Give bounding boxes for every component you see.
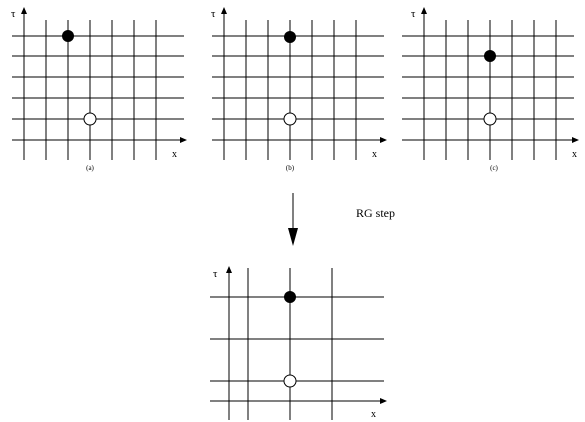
panel-result-x-label: x bbox=[371, 409, 376, 420]
panel-a-axes bbox=[12, 7, 187, 160]
panel-b: τ x (b) bbox=[211, 7, 387, 172]
panel-result-axes bbox=[210, 266, 387, 420]
panel-a-y-label: τ bbox=[11, 8, 16, 20]
panel-b-x-label: x bbox=[372, 149, 377, 160]
panel-c: τ x (c) bbox=[402, 7, 579, 172]
rg-step-arrow: RG step bbox=[288, 193, 395, 246]
panel-a-x-label: x bbox=[172, 149, 177, 160]
panel-b-open-dot bbox=[283, 112, 297, 126]
panel-result-grid bbox=[210, 268, 384, 420]
panel-a: τ x (a) bbox=[11, 7, 187, 172]
panel-c-filled-dot bbox=[484, 50, 496, 62]
panel-b-grid bbox=[212, 20, 384, 160]
panel-result-filled-dot bbox=[284, 291, 296, 303]
panel-b-y-label: τ bbox=[211, 8, 216, 20]
panel-b-caption: (b) bbox=[286, 164, 295, 172]
panel-c-axes bbox=[402, 7, 579, 160]
panel-b-axes bbox=[212, 7, 387, 160]
rg-step-label: RG step bbox=[356, 206, 395, 220]
panel-result-open-dot bbox=[283, 374, 297, 388]
rg-step-arrowhead bbox=[288, 228, 298, 246]
panel-c-caption: (c) bbox=[490, 164, 498, 172]
panel-c-open-dot bbox=[483, 112, 497, 126]
panel-result: τ x bbox=[210, 266, 387, 420]
panel-a-filled-dot bbox=[62, 30, 74, 42]
panel-c-y-label: τ bbox=[411, 8, 416, 20]
panel-a-open-dot bbox=[83, 112, 97, 126]
panel-a-caption: (a) bbox=[86, 164, 94, 172]
panel-b-filled-dot bbox=[284, 31, 296, 43]
panel-c-x-label: x bbox=[572, 149, 577, 160]
panel-c-grid bbox=[402, 20, 574, 160]
panel-a-grid bbox=[12, 20, 184, 160]
panel-result-y-label: τ bbox=[213, 268, 218, 280]
